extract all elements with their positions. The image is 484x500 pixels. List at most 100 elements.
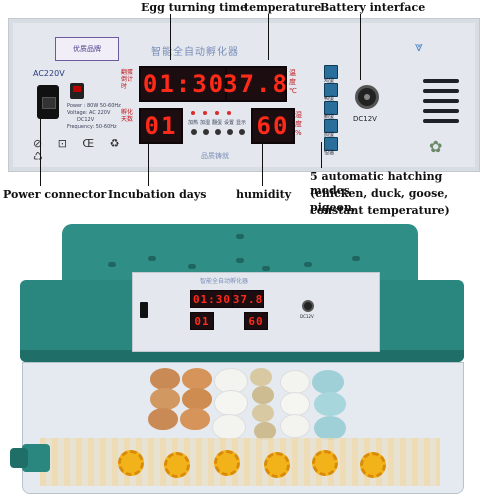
turning-gear [164, 452, 190, 478]
mode-button-pigeon[interactable] [324, 119, 338, 133]
turning-gear [118, 450, 144, 476]
indicator-turn [215, 111, 219, 115]
leader-line [268, 14, 269, 60]
button-2[interactable] [203, 129, 209, 135]
callout-hatching-modes-2: (chicken, duck, goose, pigeon, [310, 187, 449, 214]
egg-brown [150, 388, 180, 410]
power-spec-3: DC12V [77, 117, 95, 123]
button-1[interactable] [191, 129, 197, 135]
leader-line [321, 142, 322, 168]
lid-vent-hole [148, 256, 156, 261]
power-socket[interactable] [37, 85, 59, 119]
temperature-display: 37.8 [223, 66, 287, 102]
egg-brown [182, 368, 212, 390]
machine-dc-port[interactable] [302, 300, 314, 312]
callout-temperature: temperature [244, 1, 322, 14]
incubator-machine: 智能全自动孵化器 01:30 37.8 01 60 DC12V [0, 220, 484, 500]
vent-slot [423, 109, 459, 113]
lid-vent-hole [304, 262, 312, 267]
button-4[interactable] [227, 129, 233, 135]
button-5[interactable] [239, 129, 245, 135]
power-switch[interactable] [70, 83, 84, 99]
leader-line [40, 110, 41, 186]
indicator-label-4: 设置 [224, 120, 235, 126]
egg-brown [182, 388, 212, 410]
egg-white [280, 392, 310, 416]
panel-face: 优质品牌 智能全自动孵化器 AC220V Power : 80W 50-60Hz… [13, 23, 475, 167]
egg-quail [252, 386, 274, 404]
turning-gear [214, 450, 240, 476]
mode-button-goose[interactable] [324, 101, 338, 115]
egg-quail [252, 404, 274, 422]
callout-power-connector: Power connector [3, 188, 107, 201]
mode-label-chicken: 鸡蛋 [324, 78, 335, 84]
certification-icons: ⊘ ⊡ Œ ♻ ♺ [33, 137, 126, 163]
machine-turn-time-display: 01:30 [190, 290, 234, 308]
lid-vent-hole [108, 262, 116, 267]
recycle-icon: ✿ [429, 137, 443, 156]
humidity-display: 60 [251, 108, 295, 144]
lid-rim [20, 350, 464, 362]
mode-label-constant: 恒温 [324, 150, 335, 156]
turning-gear [360, 452, 386, 478]
machine-temperature-display: 37.8 [232, 290, 264, 308]
indicator-label-3: 翻蛋 [212, 120, 223, 126]
mode-label-duck: 鸭蛋 [324, 96, 335, 102]
egg-white [280, 414, 310, 438]
leader-line [170, 14, 171, 60]
vent-slot [423, 89, 459, 93]
indicator-label-2: 加湿 [200, 120, 211, 126]
brand-badge: 优质品牌 [55, 37, 119, 61]
dc-port[interactable] [355, 85, 379, 109]
egg-brown [180, 408, 210, 430]
panel-bottom-text: 品质铸就 [201, 152, 229, 160]
turn-time-label: 翻蛋倒计时 [121, 69, 134, 90]
leader-line [262, 134, 263, 186]
mode-label-pigeon: 鸽蛋 [324, 132, 335, 138]
indicator-heat [191, 111, 195, 115]
dc-label: DC12V [353, 115, 377, 123]
vent-slot [423, 99, 459, 103]
callout-hatching-modes-1: 5 automatic hatching modes [310, 170, 443, 197]
vent-slot [423, 79, 459, 83]
indicator-set [227, 111, 231, 115]
mode-button-chicken[interactable] [324, 65, 338, 79]
machine-days-display: 01 [190, 312, 214, 330]
water-inlet-cap[interactable] [10, 448, 28, 468]
callout-egg-turning-time: Egg turning time [141, 1, 248, 14]
egg-brown [148, 408, 178, 430]
egg-white [212, 414, 246, 440]
days-display: 01 [139, 108, 183, 144]
machine-humidity-display: 60 [244, 312, 268, 330]
egg-white [214, 390, 248, 416]
temperature-unit: 温度 ℃ [289, 69, 297, 95]
vent-slot [423, 119, 459, 123]
egg-quail [254, 422, 276, 440]
turning-gear [264, 452, 290, 478]
turning-gear [312, 450, 338, 476]
egg-white [214, 368, 248, 394]
turn-time-display: 01:30 [139, 66, 229, 102]
power-spec-2: Voltage: AC 220V [67, 110, 111, 116]
egg-quail [250, 368, 272, 386]
mode-button-duck[interactable] [324, 83, 338, 97]
mode-button-constant[interactable] [324, 137, 338, 151]
egg-blue [314, 416, 346, 440]
egg-blue [314, 392, 346, 416]
machine-panel-title: 智能全自动孵化器 [200, 278, 249, 285]
machine-power-socket[interactable] [140, 302, 148, 318]
egg-brown [150, 368, 180, 390]
callout-battery-interface: Battery interface [320, 1, 426, 14]
machine-dc-label: DC12V [300, 314, 314, 319]
indicator-label-5: 显示 [236, 120, 247, 126]
egg-blue [312, 370, 344, 394]
brand-logo-icon: ⩔ [415, 39, 423, 55]
leader-line [148, 134, 149, 186]
lid-vent-hole [236, 234, 244, 239]
indicator-label-1: 加热 [188, 120, 199, 126]
callout-hatching-modes-3: constant temperature) [310, 204, 450, 217]
lid-vent-hole [236, 258, 244, 263]
power-spec-4: Frequency: 50-60Hz [67, 124, 117, 130]
humidity-unit: 湿度 % [295, 111, 302, 137]
button-3[interactable] [215, 129, 221, 135]
